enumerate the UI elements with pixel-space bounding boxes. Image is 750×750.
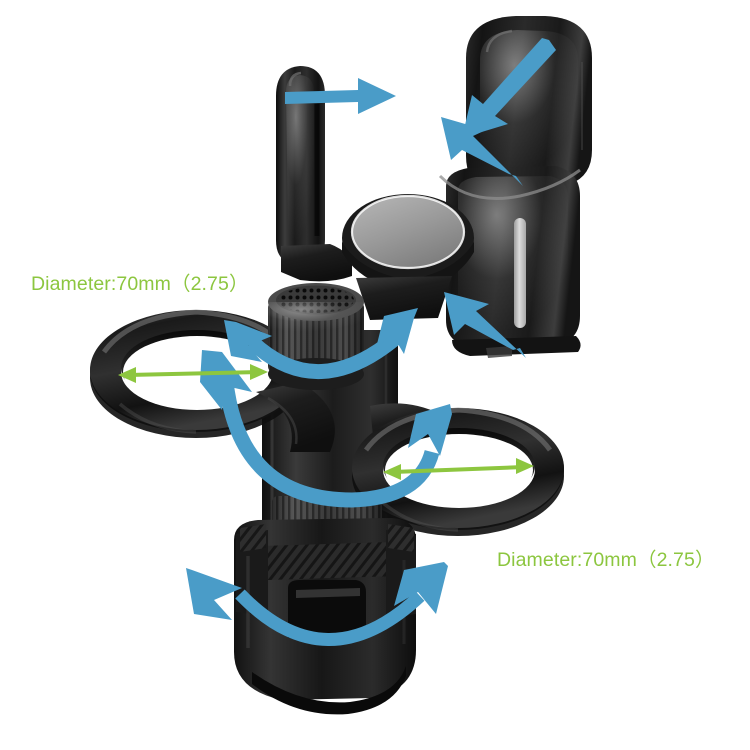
- base-cylinder: [234, 518, 416, 715]
- dimension-label-lower-cup: Diameter:70mm（2.75）: [497, 549, 715, 571]
- upper-ring-measure-arrow: [118, 364, 268, 383]
- right-clamp-back: [466, 16, 592, 188]
- left-clamp-arm: [276, 66, 352, 282]
- right-clamp-press-upper-arrow: [462, 38, 556, 138]
- upper-swivel-rotation-arrow: [224, 308, 418, 379]
- dimension-label-upper-cup: Diameter:70mm（2.75）: [31, 273, 249, 295]
- silver-strip: [514, 218, 526, 328]
- left-clamp-extend-arrow: [285, 78, 396, 114]
- clamp-cradle-lip: [438, 168, 581, 200]
- right-clamp-lower-body: [446, 166, 581, 358]
- base-rotation-arrow: [186, 562, 448, 646]
- right-clamp-press-lower-arrow: [441, 117, 526, 358]
- swivel-disc: [342, 194, 474, 320]
- lower-ring-measure-arrow: [383, 458, 534, 480]
- lower-swivel-rotation-arrow: [200, 350, 452, 508]
